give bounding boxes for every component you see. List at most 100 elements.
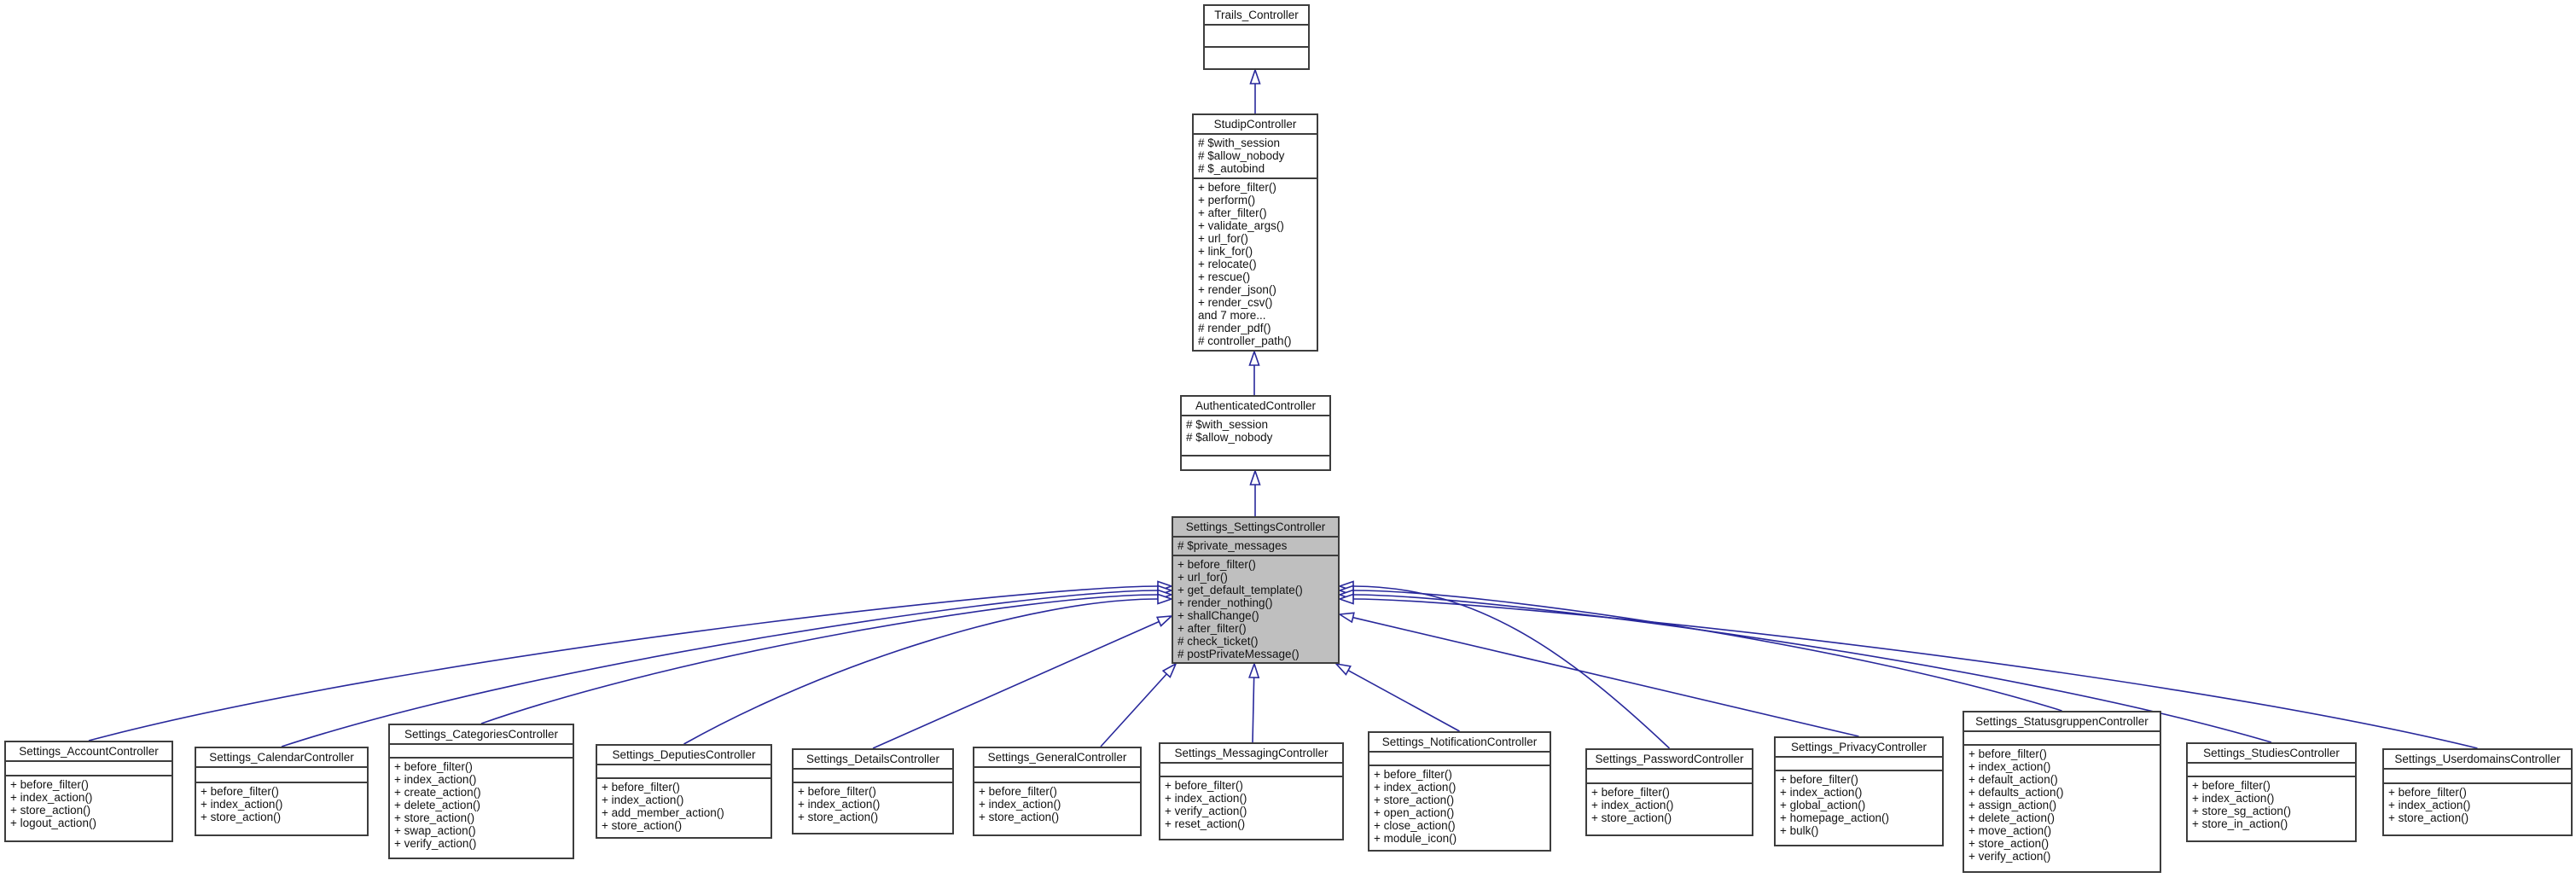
methods-section: + before_filter()+ index_action()+ store…: [6, 775, 172, 840]
class-node-details[interactable]: Settings_DetailsController + before_filt…: [792, 748, 954, 834]
method-row: + homepage_action(): [1780, 811, 1889, 824]
attribute-row: # $with_session: [1198, 137, 1281, 149]
attributes-section: [1205, 24, 1308, 46]
methods-section: + before_filter()+ index_action()+ defau…: [1964, 744, 2160, 871]
class-node-messaging[interactable]: Settings_MessagingController + before_fi…: [1159, 742, 1344, 840]
attributes-section: [1964, 730, 2160, 744]
class-node-userdomains[interactable]: Settings_UserdomainsController + before_…: [2382, 748, 2573, 836]
edge-calendar-to-settings: [281, 584, 1174, 747]
class-node-account[interactable]: Settings_AccountController + before_filt…: [4, 741, 173, 842]
method-row: + swap_action(): [394, 824, 476, 837]
method-row: + before_filter(): [1165, 779, 1243, 792]
class-node-studip[interactable]: StudipController # $with_session# $allow…: [1192, 113, 1318, 352]
method-row: + url_for(): [1178, 570, 1228, 584]
class-title: Settings_CalendarController: [209, 751, 354, 764]
attributes-section: # $with_session# $allow_nobody: [1182, 415, 1329, 455]
attribute-row: # $private_messages: [1178, 539, 1288, 552]
method-row: + index_action(): [1780, 786, 1863, 799]
edge-statusgruppen-to-settings: [1337, 584, 2062, 712]
method-row: + before_filter(): [602, 781, 680, 794]
method-row: + validate_args(): [1198, 219, 1284, 232]
attribute-row: # $with_session: [1186, 418, 1269, 431]
method-row: + store_action(): [1968, 837, 2050, 850]
method-row: + shallChange(): [1178, 608, 1259, 622]
edge-password-to-settings: [1337, 580, 1671, 749]
edge-general-to-settings: [1100, 662, 1178, 747]
method-row: + index_action(): [201, 797, 283, 811]
method-row: + default_action(): [1968, 773, 2058, 786]
method-row: + before_filter(): [979, 784, 1057, 798]
method-row: + index_action(): [1968, 760, 2051, 773]
methods-section: + before_filter()+ index_action()+ store…: [2384, 782, 2571, 835]
method-row: + store_action(): [201, 810, 282, 823]
method-row: + store_action(): [602, 819, 683, 832]
class-title: Settings_DetailsController: [805, 753, 940, 765]
attributes-section: [597, 764, 770, 777]
method-row: + store_sg_action(): [2192, 805, 2291, 817]
attributes-section: [794, 768, 952, 782]
class-node-password[interactable]: Settings_PasswordController + before_fil…: [1585, 748, 1753, 836]
method-row: # check_ticket(): [1178, 634, 1259, 648]
methods-section: + before_filter()+ index_action()+ store…: [794, 782, 952, 833]
class-node-statusgruppen[interactable]: Settings_StatusgruppenController + befor…: [1963, 711, 2161, 873]
method-row: + verify_action(): [1968, 850, 2051, 863]
edge-notification-to-settings: [1334, 662, 1460, 732]
method-row: + before_filter(): [2388, 785, 2467, 799]
class-node-auth[interactable]: AuthenticatedController # $with_session#…: [1180, 395, 1331, 471]
class-title: Settings_StudiesController: [2203, 747, 2340, 759]
method-row: + store_in_action(): [2192, 817, 2288, 830]
method-row: + add_member_action(): [602, 806, 724, 819]
edge-privacy-to-settings: [1337, 612, 1859, 737]
class-node-notification[interactable]: Settings_NotificationController + before…: [1368, 731, 1551, 852]
attributes-section: [196, 766, 367, 782]
method-row: + reset_action(): [1165, 817, 1246, 830]
method-row: + after_filter(): [1178, 621, 1247, 635]
methods-section: + before_filter()+ index_action()+ store…: [1587, 782, 1752, 835]
method-row: + index_action(): [1374, 781, 1457, 794]
methods-section: + before_filter()+ index_action()+ store…: [974, 781, 1140, 835]
class-title: Trails_Controller: [1214, 9, 1299, 21]
method-row: + close_action(): [1374, 819, 1456, 832]
class-title: Settings_NotificationController: [1381, 736, 1538, 748]
attribute-row: # $_autobind: [1198, 162, 1265, 175]
method-row: + create_action(): [394, 786, 481, 799]
attributes-section: [1587, 768, 1752, 782]
class-title: Settings_DeputiesController: [612, 748, 756, 761]
class-title: Settings_StatusgruppenController: [1975, 715, 2149, 728]
class-node-studies[interactable]: Settings_StudiesController + before_filt…: [2186, 742, 2357, 842]
method-row: + before_filter(): [1178, 557, 1256, 571]
method-row: + index_action(): [798, 798, 881, 811]
edge-settings-to-auth: [1249, 468, 1261, 516]
methods-section: + before_filter()+ index_action()+ store…: [1369, 765, 1550, 850]
attributes-section: [6, 760, 172, 775]
methods-section: [1205, 46, 1308, 68]
method-row: + render_csv(): [1198, 296, 1273, 309]
method-row: + before_filter(): [798, 785, 876, 798]
attributes-section: [390, 743, 573, 757]
class-title: Settings_PrivacyController: [1790, 741, 1928, 753]
class-title: Settings_GeneralController: [987, 751, 1127, 764]
class-title: Settings_SettingsController: [1185, 520, 1326, 533]
class-node-settings[interactable]: Settings_SettingsController # $private_m…: [1172, 516, 1340, 664]
class-node-deputies[interactable]: Settings_DeputiesController + before_fil…: [596, 744, 772, 839]
attributes-section: [1160, 762, 1342, 776]
attributes-section: # $with_session# $allow_nobody# $_autobi…: [1194, 133, 1317, 177]
class-node-calendar[interactable]: Settings_CalendarController + before_fil…: [195, 747, 369, 836]
methods-section: + before_filter()+ index_action()+ store…: [196, 781, 367, 835]
method-row: + before_filter(): [1198, 181, 1276, 194]
method-row: + before_filter(): [2192, 779, 2271, 792]
class-node-trails[interactable]: Trails_Controller: [1203, 4, 1310, 70]
method-row: + store_action(): [979, 810, 1060, 823]
method-row: + delete_action(): [1968, 811, 2055, 824]
methods-section: + before_filter()+ url_for()+ get_defaul…: [1173, 554, 1338, 663]
methods-section: + before_filter()+ index_action()+ add_m…: [597, 777, 770, 837]
method-row: + link_for(): [1198, 245, 1253, 258]
method-row: # postPrivateMessage(): [1178, 647, 1300, 660]
class-node-categories[interactable]: Settings_CategoriesController + before_f…: [388, 724, 574, 859]
class-node-privacy[interactable]: Settings_PrivacyController + before_filt…: [1774, 736, 1944, 846]
method-row: + before_filter(): [1374, 768, 1452, 781]
class-node-general[interactable]: Settings_GeneralController + before_filt…: [973, 747, 1142, 836]
method-row: + store_action(): [798, 811, 879, 823]
edge-messaging-to-settings: [1248, 661, 1260, 743]
